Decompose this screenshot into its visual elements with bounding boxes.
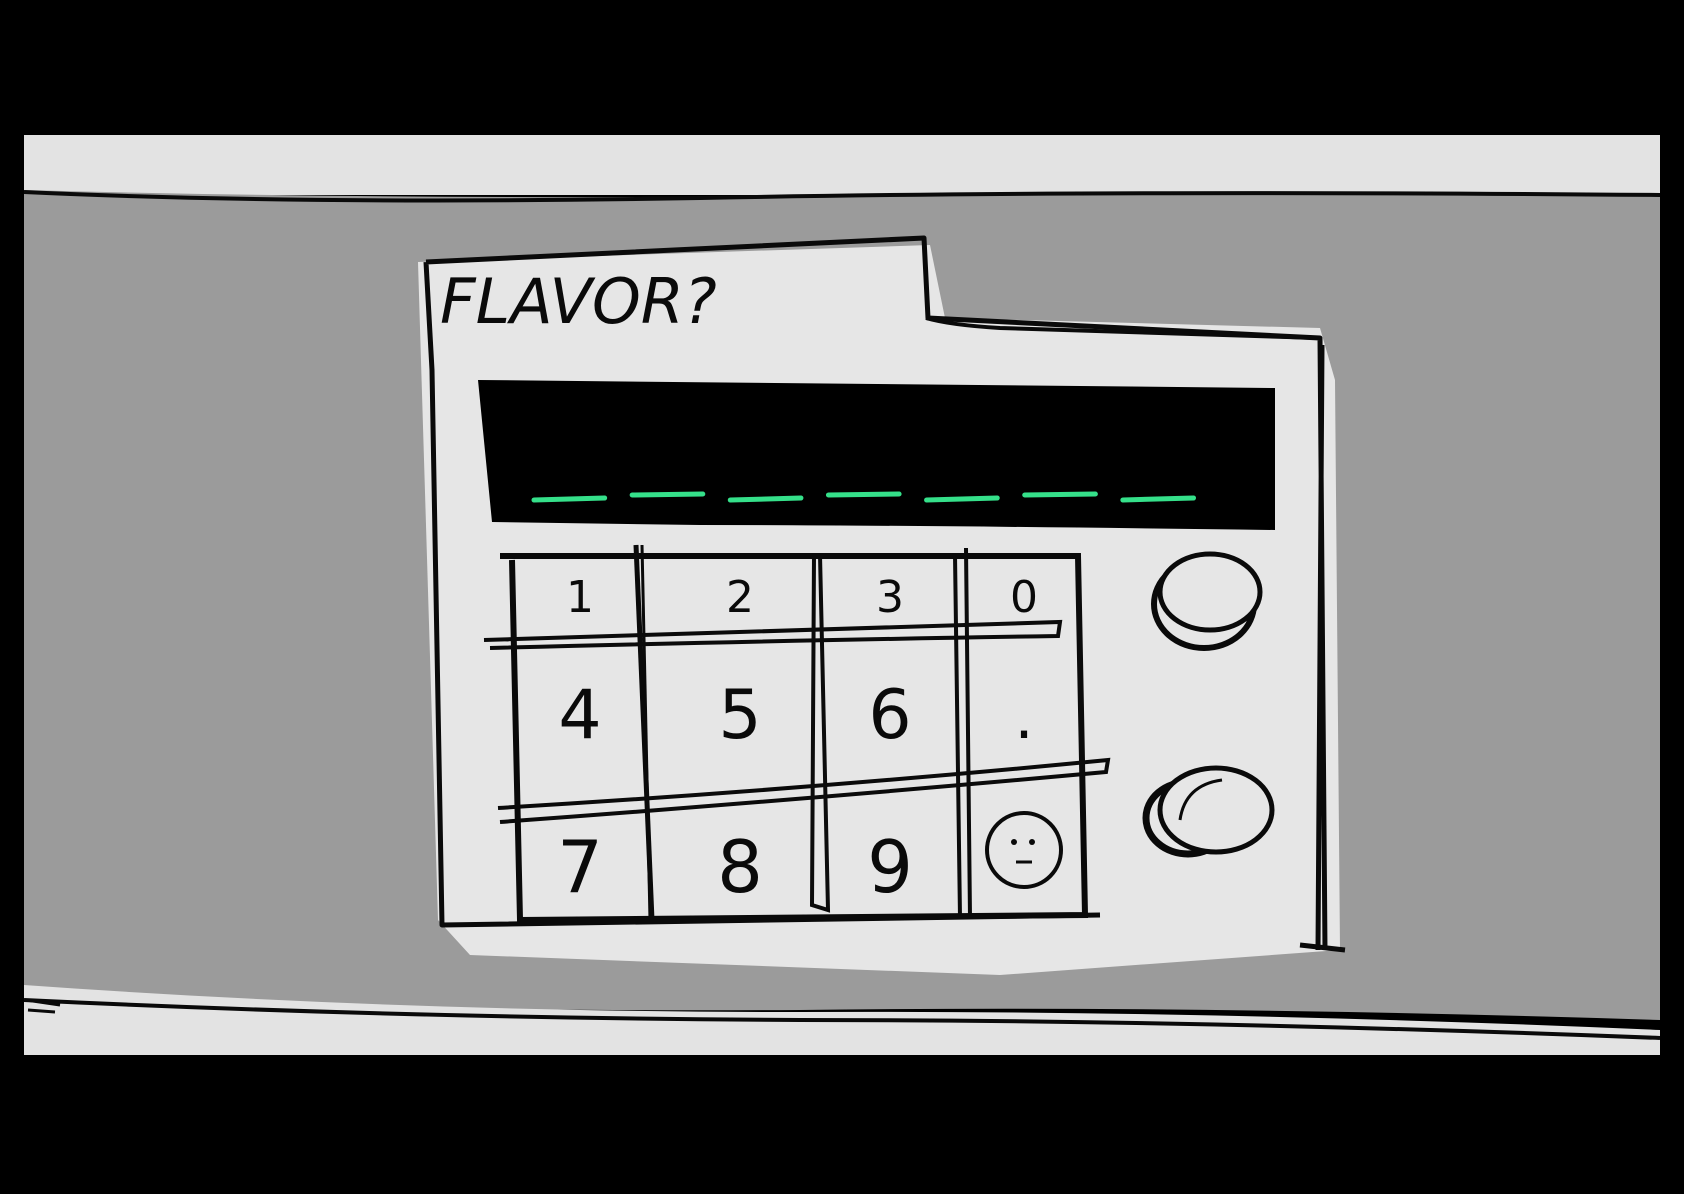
keypad-keys: 1 2 3 0 4 5 6. 7 8 9 xyxy=(557,572,1063,909)
face-eye-right xyxy=(1029,839,1035,845)
key-label: 2 xyxy=(726,572,754,623)
key-label: 8 xyxy=(717,825,763,909)
key-label: 4 xyxy=(558,676,601,755)
key-2[interactable]: 2 xyxy=(726,572,754,623)
display-slot-3 xyxy=(727,495,804,503)
key-label: 9 xyxy=(867,825,913,909)
key-label: 7 xyxy=(557,825,603,909)
keypad-divider-3 xyxy=(953,547,972,919)
key-label: 1 xyxy=(566,572,594,623)
key-neutral-face[interactable] xyxy=(985,811,1063,889)
key-label: 0 xyxy=(1010,572,1038,623)
display-slot-5 xyxy=(924,495,1000,503)
neutral-face-icon xyxy=(985,811,1063,889)
top-knob-face xyxy=(1157,551,1263,633)
key-label: 3 xyxy=(876,572,904,623)
display-screen xyxy=(478,380,1275,530)
bottom-trim-line xyxy=(23,998,1661,1040)
key-4[interactable]: 4 xyxy=(558,676,601,755)
bottom-knob-face xyxy=(1157,765,1275,855)
key-label: . xyxy=(1014,683,1033,753)
keypad-row-line-2 xyxy=(497,757,1111,824)
display-slot-7 xyxy=(1120,495,1197,503)
key-decimal[interactable]: . xyxy=(1014,683,1033,753)
display-slot-1 xyxy=(531,495,608,503)
face-eye-left xyxy=(1011,839,1017,845)
top-trim-line xyxy=(23,190,1661,203)
key-label: 6 xyxy=(868,676,911,755)
key-label: 5 xyxy=(718,676,761,755)
key-3[interactable]: 3 xyxy=(876,572,904,623)
keypad xyxy=(483,544,1111,924)
keypad-row-line-1 xyxy=(483,619,1063,650)
control-panel: FLAVOR? 1 2 3 0 4 5 6. 7 8 9 xyxy=(418,235,1346,975)
key-6[interactable]: 6 xyxy=(868,676,911,755)
keypad-divider-1b xyxy=(640,544,652,921)
key-0[interactable]: 0 xyxy=(1010,572,1038,623)
display-slot-4 xyxy=(825,491,902,498)
key-1[interactable]: 1 xyxy=(566,572,594,623)
bottom-knob-swirl xyxy=(1178,778,1223,821)
key-8[interactable]: 8 xyxy=(717,825,763,909)
bottom-knob[interactable] xyxy=(1142,765,1275,858)
panel-bottom-right xyxy=(1299,942,1346,953)
panel-tab-edge xyxy=(925,316,1321,340)
key-5[interactable]: 5 xyxy=(718,676,761,755)
top-knob[interactable] xyxy=(1151,551,1263,651)
top-trim xyxy=(24,135,1660,195)
panel-title: FLAVOR? xyxy=(440,265,717,338)
corner-scribble xyxy=(25,998,61,1014)
keypad-divider-2 xyxy=(809,554,831,913)
display-slot-2 xyxy=(629,491,706,498)
keypad-outline xyxy=(500,553,1089,924)
display-slot-6 xyxy=(1022,491,1098,498)
display-slots xyxy=(531,491,1197,503)
key-9[interactable]: 9 xyxy=(867,825,913,909)
key-7[interactable]: 7 xyxy=(557,825,603,909)
